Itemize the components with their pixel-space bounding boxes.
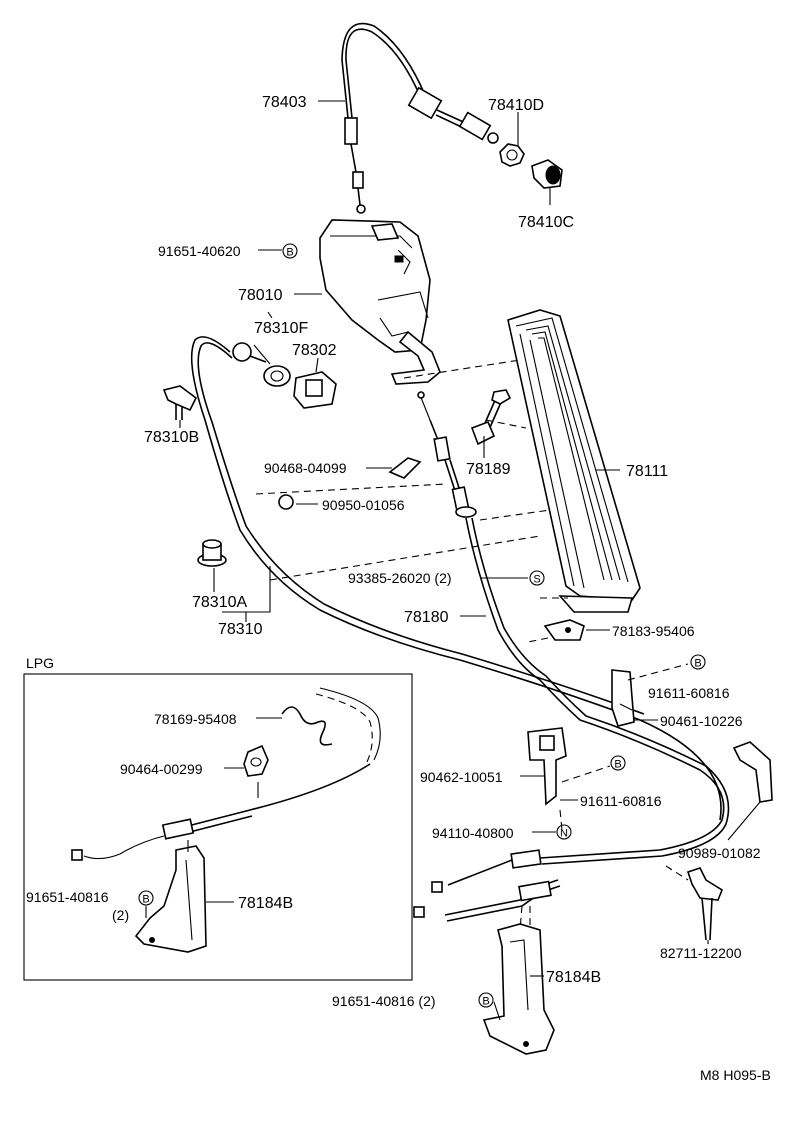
symbol-b-91611-b: B: [610, 755, 626, 771]
clip-90468: [388, 457, 422, 479]
leader-lines: [179, 100, 761, 1021]
symbol-b-91651-40620: B: [282, 243, 298, 259]
accelerator-pedal-78111: [507, 309, 641, 641]
label-78169-95408: 78169-95408: [154, 711, 237, 727]
clip-90989: [732, 741, 773, 803]
dashed-lines: [255, 311, 689, 931]
label-lpg: LPG: [26, 655, 54, 671]
grommets: [232, 342, 337, 409]
label-78189: 78189: [466, 461, 511, 478]
label-91611-60816-b: 91611-60816: [580, 793, 662, 809]
lpg-inset: [23, 673, 413, 981]
part-labels: 78403 78410D 78410C 91651-40620 78010 78…: [26, 94, 771, 1083]
label-78310F: 78310F: [254, 320, 308, 337]
label-78302: 78302: [292, 342, 337, 359]
symbol-b-91651-lpg: B: [138, 890, 154, 906]
label-78111: 78111: [626, 463, 668, 480]
symbol-b-91611-a: B: [690, 654, 706, 670]
label-90464-00299: 90464-00299: [120, 761, 203, 777]
switch-82711: [686, 867, 723, 941]
label-78183-95406: 78183-95406: [612, 623, 695, 639]
clip-78310B: [162, 385, 198, 420]
ring-nut-78410D: [499, 143, 525, 167]
label-78410C: 78410C: [518, 214, 574, 231]
label-78410D: 78410D: [488, 97, 544, 114]
svg-text:B: B: [482, 996, 489, 1008]
label-91651-40620: 91651-40620: [158, 243, 241, 259]
stopper-bolt-78189: [470, 389, 512, 446]
symbol-s-93385: S: [529, 570, 545, 586]
label-90950-01056: 90950-01056: [322, 497, 405, 513]
label-90989-01082: 90989-01082: [678, 845, 761, 861]
bracket-78184B: [482, 923, 555, 1055]
knob-78410C: [531, 159, 563, 189]
symbol-b-91651-main: B: [478, 992, 494, 1008]
accelerator-cable-78180: [417, 391, 730, 893]
label-90462-10051: 90462-10051: [420, 769, 503, 785]
label-82711-12200: 82711-12200: [660, 945, 742, 961]
hand-throttle-cable: [341, 22, 499, 214]
label-78180: 78180: [404, 609, 449, 626]
bracket-78010: [319, 219, 441, 385]
label-93385-26020: 93385-26020 (2): [348, 570, 452, 586]
label-78310A: 78310A: [192, 594, 247, 611]
bracket-90462: [527, 727, 567, 806]
svg-text:B: B: [694, 658, 701, 670]
label-91651-40816-lpg: 91651-40816: [26, 889, 109, 905]
symbol-n-94110: N: [556, 824, 572, 840]
label-91651-40816: 91651-40816 (2): [332, 993, 436, 1009]
label-78310: 78310: [218, 621, 263, 638]
label-78184B-lpg: 78184B: [238, 895, 293, 912]
svg-text:S: S: [533, 574, 540, 586]
label-94110-40800: 94110-40800: [432, 825, 514, 841]
label-78184B: 78184B: [546, 969, 601, 986]
grommet-78310A: [197, 539, 227, 567]
label-78010: 78010: [238, 287, 283, 304]
label-qty2-lpg: (2): [112, 907, 129, 923]
svg-text:N: N: [560, 828, 568, 840]
plug-90950: [278, 494, 294, 510]
label-90468-04099: 90468-04099: [264, 460, 347, 476]
label-78310B: 78310B: [144, 429, 199, 446]
label-90461-10226: 90461-10226: [660, 713, 743, 729]
bracket-90461: [611, 669, 635, 727]
label-91611-60816-a: 91611-60816: [648, 685, 730, 701]
svg-text:B: B: [142, 894, 149, 906]
svg-text:B: B: [614, 759, 621, 771]
label-reference-code: M8 H095-B: [700, 1067, 771, 1083]
label-78403: 78403: [262, 94, 307, 111]
svg-text:B: B: [286, 247, 293, 259]
